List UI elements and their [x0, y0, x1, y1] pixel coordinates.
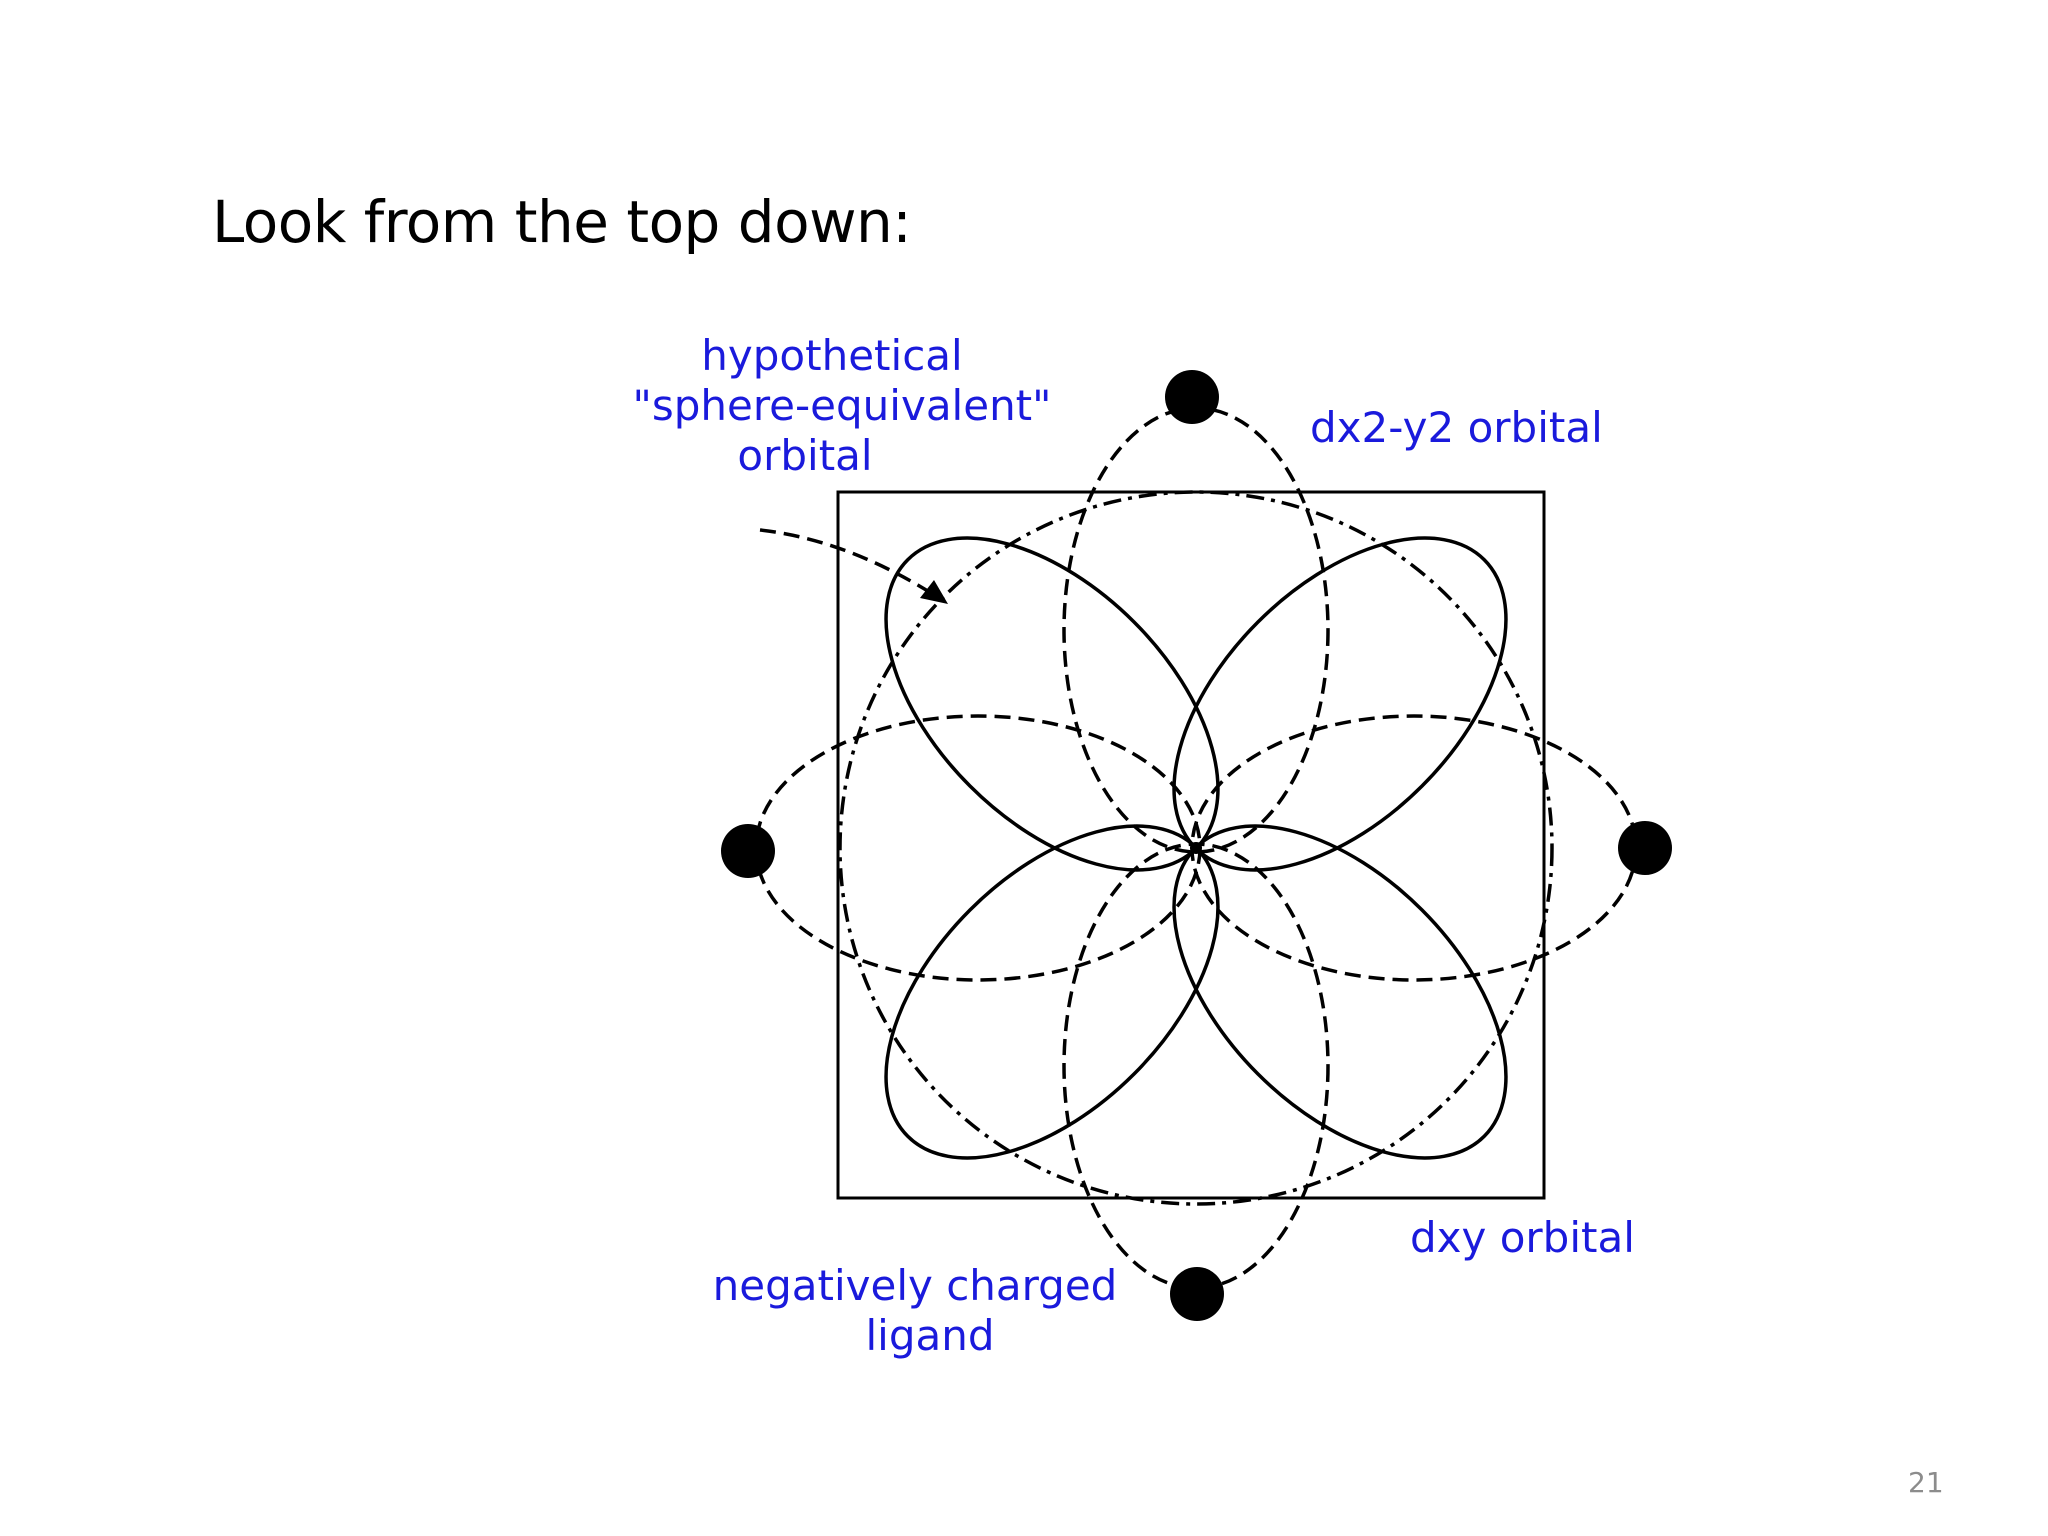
ligand-left — [721, 824, 775, 878]
ligand-label-line1: negatively charged — [713, 1261, 1118, 1310]
sphere-pointer-arrow — [759, 528, 943, 602]
dx2y2-label: dx2-y2 orbital — [1310, 403, 1603, 452]
dxy-lobe-bottom-left — [884, 824, 1220, 1160]
dxy-label: dxy orbital — [1410, 1213, 1635, 1262]
dxy-lobe-top-left — [884, 536, 1220, 872]
ligands — [721, 370, 1672, 1321]
ligand-right — [1618, 821, 1672, 875]
slide-title: Look from the top down: — [212, 188, 912, 256]
dx2y2-lobe-right — [1190, 714, 1638, 982]
sphere-label-line1: hypothetical — [701, 331, 962, 380]
ligand-bottom — [1170, 1267, 1224, 1321]
dx2y2-lobe-left — [754, 714, 1202, 982]
ligand-label-line2: ligand — [865, 1311, 994, 1360]
dxy-lobe-bottom-right — [1172, 824, 1508, 1160]
sphere-label-line2: "sphere-equivalent" — [633, 381, 1052, 430]
sphere-label-line3: orbital — [737, 431, 872, 480]
page-number: 21 — [1908, 1466, 1944, 1499]
dx2y2-lobe-bottom — [1062, 842, 1330, 1290]
dxy-lobe-top-right — [1172, 536, 1508, 872]
arrow-head-icon — [920, 580, 948, 604]
sphere-equivalent-orbital — [838, 490, 1554, 1206]
metal-center — [1190, 842, 1202, 854]
ligand-top — [1165, 370, 1219, 424]
dx2y2-lobe-top — [1062, 406, 1330, 854]
